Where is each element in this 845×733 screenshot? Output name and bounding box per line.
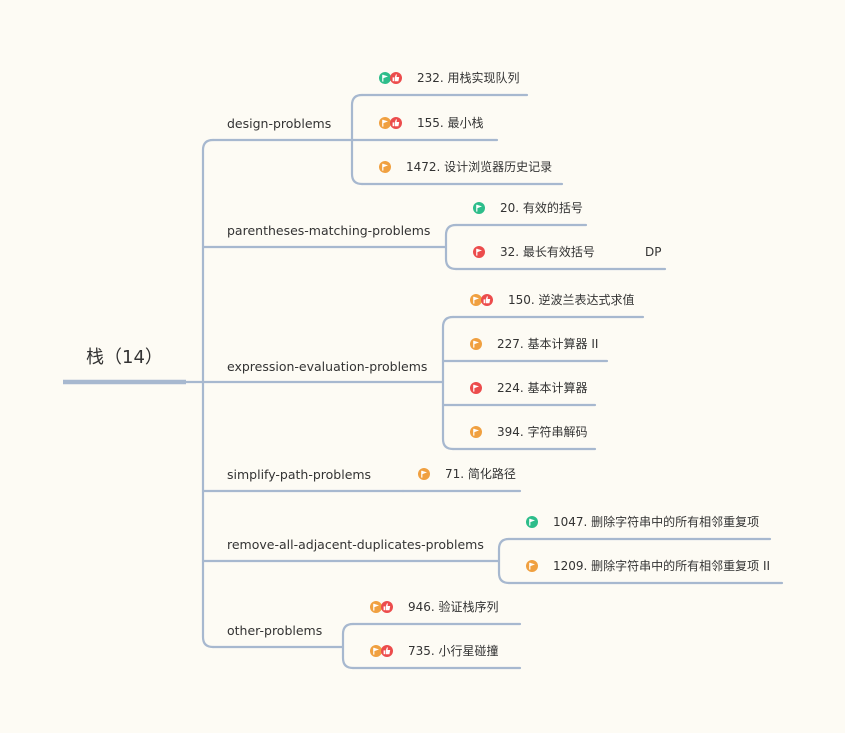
easy-flag-icon [526, 516, 538, 528]
leaf-node[interactable]: 20. 有效的括号 [473, 200, 583, 215]
branch-label: remove-all-adjacent-duplicates-problems [227, 537, 484, 552]
root-node[interactable]: 栈（14） [86, 347, 163, 368]
branch-node[interactable]: remove-all-adjacent-duplicates-problems [227, 537, 484, 552]
leaf-bracket [497, 537, 511, 585]
branch-node[interactable]: simplify-path-problems [227, 467, 371, 482]
leaf-label: 394. 字符串解码 [497, 424, 588, 439]
branch-node[interactable]: expression-evaluation-problems [227, 359, 427, 374]
branch-label: simplify-path-problems [227, 467, 371, 482]
leaf-label: 20. 有效的括号 [500, 200, 583, 215]
medium-flag-icon [379, 117, 391, 129]
leaf-node[interactable]: 394. 字符串解码 [470, 424, 588, 439]
medium-flag-icon [370, 601, 382, 613]
thumbs-up-icon [481, 294, 493, 306]
leaf-label: 1472. 设计浏览器历史记录 [406, 159, 552, 174]
branch-label: design-problems [227, 116, 331, 131]
leaf-note: DP [645, 245, 661, 259]
leaf-bracket [341, 622, 355, 670]
leaf-label: 1047. 删除字符串中的所有相邻重复项 [553, 514, 759, 529]
medium-flag-icon [379, 161, 391, 173]
hard-flag-icon [473, 246, 485, 258]
leaf-label: 232. 用栈实现队列 [417, 70, 520, 85]
thumbs-up-icon [381, 601, 393, 613]
leaf-label: 946. 验证栈序列 [408, 599, 499, 614]
branch-label: parentheses-matching-problems [227, 223, 430, 238]
leaf-bracket [441, 315, 455, 451]
leaf-label: 155. 最小栈 [417, 115, 484, 130]
leaf-label: 735. 小行星碰撞 [408, 643, 499, 658]
leaf-node[interactable]: 224. 基本计算器 [470, 380, 588, 395]
leaf-node[interactable]: 1209. 删除字符串中的所有相邻重复项 II [526, 558, 770, 573]
leaves: 232. 用栈实现队列 155. 最小栈 1472. 设计浏览器历史记录 20. 有效… [370, 70, 770, 658]
leaf-node[interactable]: 155. 最小栈 [379, 115, 484, 130]
hard-flag-icon [470, 382, 482, 394]
leaf-node[interactable]: 150. 逆波兰表达式求值 [470, 292, 635, 307]
root-label: 栈（14） [86, 347, 163, 368]
leaf-label: 71. 简化路径 [445, 466, 516, 481]
medium-flag-icon [418, 468, 430, 480]
medium-flag-icon [526, 560, 538, 572]
leaf-node[interactable]: 1047. 删除字符串中的所有相邻重复项 [526, 514, 759, 529]
branch-label: expression-evaluation-problems [227, 359, 427, 374]
leaf-node[interactable]: 71. 简化路径 [418, 466, 516, 481]
branches: design-problems parentheses-matching-prob… [227, 116, 484, 638]
leaf-node[interactable]: 227. 基本计算器 II [470, 336, 598, 351]
trunk-line [201, 138, 215, 649]
branch-node[interactable]: other-problems [227, 623, 322, 638]
branch-label: other-problems [227, 623, 322, 638]
easy-flag-icon [379, 72, 391, 84]
leaf-label: 150. 逆波兰表达式求值 [508, 292, 635, 307]
leaf-label: 227. 基本计算器 II [497, 336, 598, 351]
connectors [63, 93, 784, 670]
leaf-node[interactable]: 1472. 设计浏览器历史记录 [379, 159, 552, 174]
branch-node[interactable]: design-problems [227, 116, 331, 131]
leaf-label: 1209. 删除字符串中的所有相邻重复项 II [553, 558, 770, 573]
branch-node[interactable]: parentheses-matching-problems [227, 223, 430, 238]
leaf-node[interactable]: 32. 最长有效括号 DP [473, 244, 661, 259]
leaf-label: 224. 基本计算器 [497, 380, 588, 395]
thumbs-up-icon [381, 645, 393, 657]
thumbs-up-icon [390, 117, 402, 129]
thumbs-up-icon [390, 72, 402, 84]
medium-flag-icon [470, 338, 482, 350]
medium-flag-icon [470, 294, 482, 306]
leaf-node[interactable]: 735. 小行星碰撞 [370, 643, 499, 658]
leaf-label: 32. 最长有效括号 [500, 244, 595, 259]
leaf-node[interactable]: 946. 验证栈序列 [370, 599, 499, 614]
medium-flag-icon [470, 426, 482, 438]
leaf-node[interactable]: 232. 用栈实现队列 [379, 70, 520, 85]
leaf-bracket [444, 223, 458, 271]
easy-flag-icon [473, 202, 485, 214]
medium-flag-icon [370, 645, 382, 657]
